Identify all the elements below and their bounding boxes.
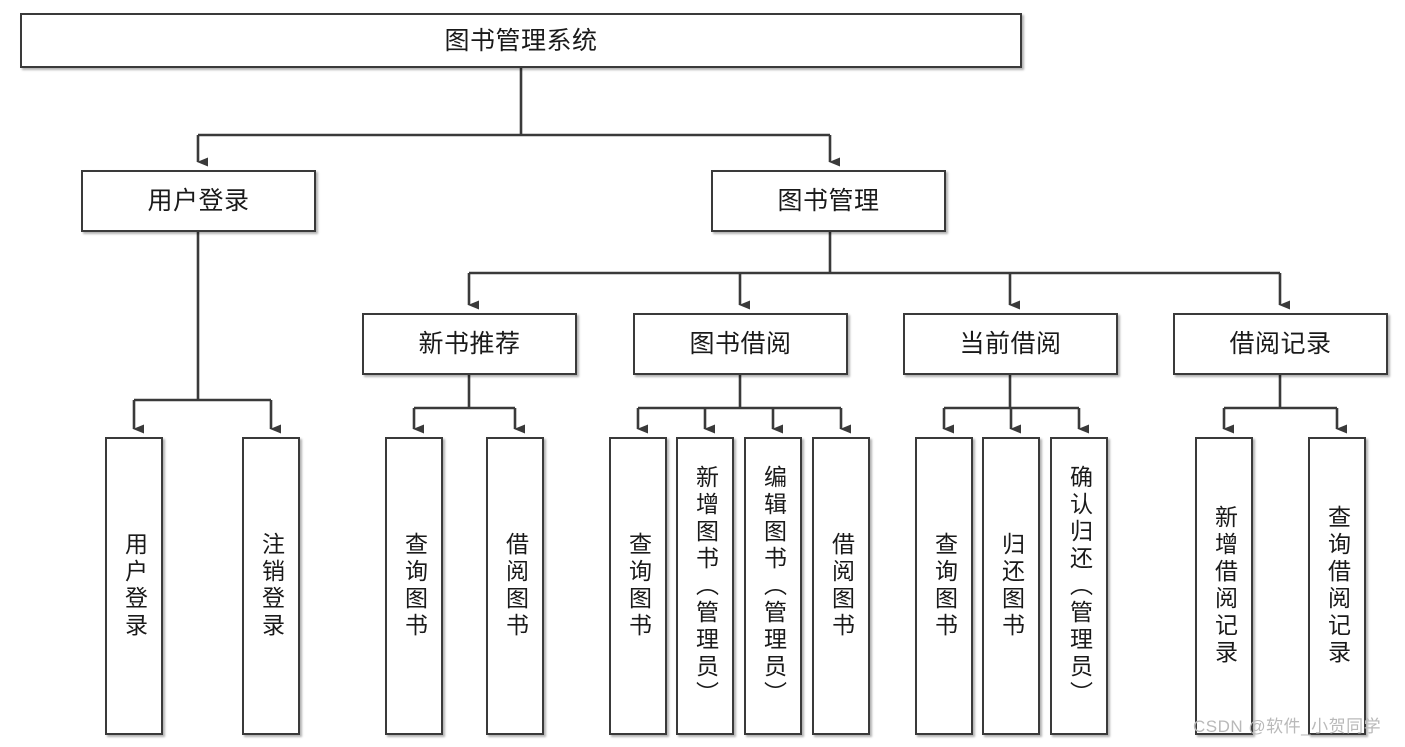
node-label: 确认归还（管理员） (1066, 464, 1093, 708)
node-label: 注销登录 (258, 532, 285, 640)
node-label: 新增借阅记录 (1211, 505, 1238, 667)
leaf-book-borrow-query-book[interactable]: 查询图书 (609, 437, 667, 735)
node-label: 查询借阅记录 (1324, 505, 1351, 667)
node-label: 编辑图书（管理员） (760, 464, 787, 708)
node-label: 查询图书 (931, 532, 958, 640)
leaf-borrow-record-query-record[interactable]: 查询借阅记录 (1308, 437, 1366, 735)
leaf-current-borrow-return-book[interactable]: 归还图书 (982, 437, 1040, 735)
node-borrow-record[interactable]: 借阅记录 (1173, 313, 1388, 375)
leaf-new-book-borrow-book[interactable]: 借阅图书 (486, 437, 544, 735)
leaf-borrow-record-add-record[interactable]: 新增借阅记录 (1195, 437, 1253, 735)
node-label: 查询图书 (401, 532, 428, 640)
leaf-user-login-login[interactable]: 用户登录 (105, 437, 163, 735)
leaf-book-borrow-add-book-admin[interactable]: 新增图书（管理员） (676, 437, 734, 735)
node-label: 新书推荐 (418, 330, 521, 358)
node-label: 图书管理系统 (444, 26, 598, 55)
node-label: 归还图书 (998, 532, 1025, 640)
node-label: 图书借阅 (689, 330, 792, 358)
leaf-current-borrow-confirm-return-admin[interactable]: 确认归还（管理员） (1050, 437, 1108, 735)
node-label: 用户登录 (121, 532, 148, 640)
node-label: 借阅记录 (1229, 330, 1332, 358)
node-label: 用户登录 (147, 187, 250, 215)
leaf-user-login-logout[interactable]: 注销登录 (242, 437, 300, 735)
node-label: 图书管理 (777, 187, 880, 215)
node-label: 借阅图书 (502, 532, 529, 640)
node-label: 新增图书（管理员） (692, 464, 719, 708)
node-user-login[interactable]: 用户登录 (81, 170, 316, 232)
node-label: 借阅图书 (828, 532, 855, 640)
leaf-new-book-query-book[interactable]: 查询图书 (385, 437, 443, 735)
node-current-borrow[interactable]: 当前借阅 (903, 313, 1118, 375)
csdn-watermark: CSDN @软件_小贺同学 (1193, 717, 1382, 736)
node-new-book-recommend[interactable]: 新书推荐 (362, 313, 577, 375)
leaf-current-borrow-query-book[interactable]: 查询图书 (915, 437, 973, 735)
leaf-book-borrow-borrow-book[interactable]: 借阅图书 (812, 437, 870, 735)
node-label: 当前借阅 (959, 330, 1062, 358)
leaf-book-borrow-edit-book-admin[interactable]: 编辑图书（管理员） (744, 437, 802, 735)
node-book-management-system[interactable]: 图书管理系统 (20, 13, 1022, 68)
node-book-management[interactable]: 图书管理 (711, 170, 946, 232)
node-book-borrow[interactable]: 图书借阅 (633, 313, 848, 375)
node-label: 查询图书 (625, 532, 652, 640)
